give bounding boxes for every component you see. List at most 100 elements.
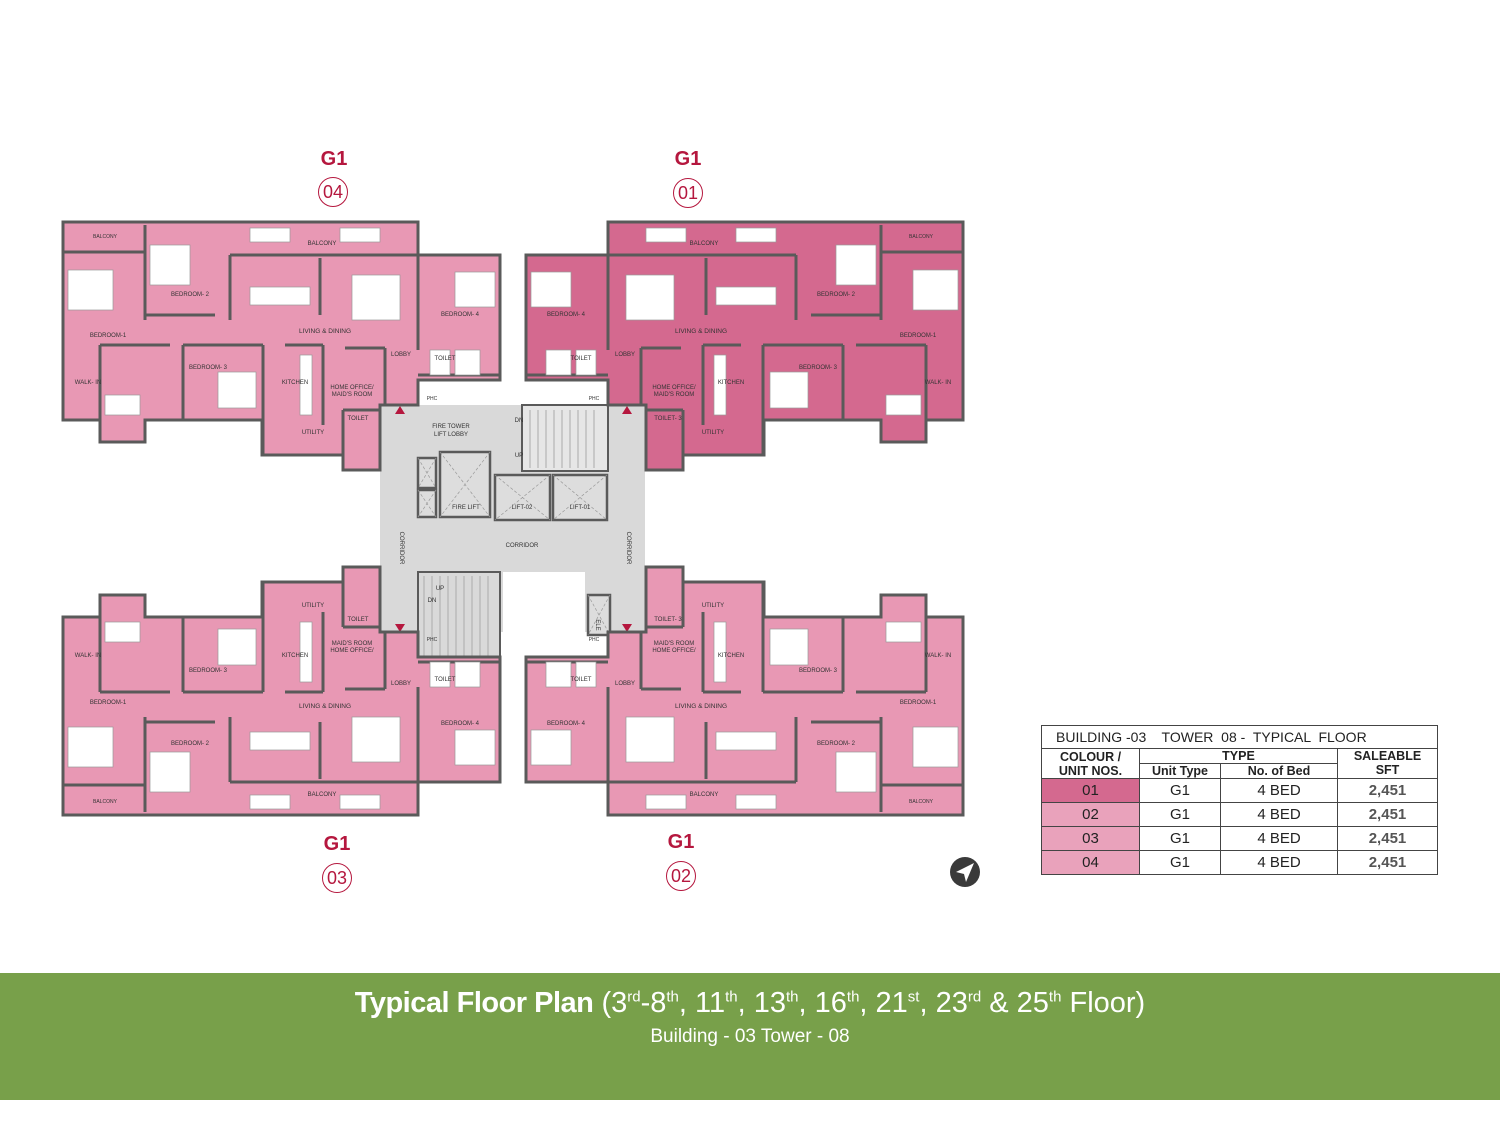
furniture: [299, 354, 313, 416]
core-label: LIFT LOBBY: [434, 432, 468, 438]
room-label-phc: PHC: [589, 637, 600, 643]
furniture: [575, 349, 597, 376]
room-label-bedroom1: BEDROOM-1: [900, 333, 937, 339]
room-label-maids_room: MAID'S ROOM: [654, 392, 694, 398]
room-label-balcony: BALCONY: [690, 792, 719, 798]
room-label-toilet3: TOILET- 3: [654, 617, 682, 623]
room-label-balcony: BALCONY: [690, 241, 719, 247]
furniture: [339, 227, 381, 243]
room-label-toilet: TOILET: [571, 677, 592, 683]
room-label-toilet: TOILET: [571, 356, 592, 362]
sft-cell: 2,451: [1337, 826, 1438, 851]
room-label-toilet: TOILET: [348, 416, 369, 422]
header-colour: COLOUR /: [1059, 749, 1122, 764]
furniture: [104, 394, 141, 416]
furniture: [769, 628, 809, 666]
room-label-bedroom3: BEDROOM- 3: [799, 365, 838, 371]
core-label: LIFT-02: [512, 505, 533, 511]
room-label-walkin: WALK- IN: [925, 653, 951, 659]
unit-type-label: G1: [323, 833, 351, 855]
sft-cell: 2,451: [1337, 802, 1438, 827]
room-label-bedroom2: BEDROOM- 2: [171, 292, 210, 298]
unit-type-cell: G1: [1139, 802, 1221, 827]
sft-cell: 2,451: [1337, 850, 1438, 875]
unit-type-cell: G1: [1139, 826, 1221, 851]
furniture: [713, 621, 727, 683]
direction-marker: [395, 624, 405, 632]
room-label-kitchen: KITCHEN: [718, 380, 744, 386]
room-label-bedroom2: BEDROOM- 2: [171, 741, 210, 747]
room-label-home_office: HOME OFFICE/: [330, 648, 374, 654]
header-unit-type: Unit Type: [1139, 763, 1221, 779]
unit-type-cell: G1: [1139, 850, 1221, 875]
furniture: [67, 269, 114, 311]
furniture: [912, 726, 959, 768]
header-type: TYPE: [1139, 748, 1338, 764]
room-label-phc: PHC: [427, 637, 438, 643]
unit-number-badge: 01: [673, 178, 703, 208]
room-label-bedroom4: BEDROOM- 4: [547, 721, 586, 727]
room-label-bedroom3: BEDROOM- 3: [189, 668, 228, 674]
furniture: [454, 271, 496, 308]
header-bed: No. of Bed: [1220, 763, 1338, 779]
furniture: [217, 628, 257, 666]
furniture: [351, 274, 401, 321]
furniture: [454, 661, 481, 688]
lift-cross: [552, 474, 608, 521]
footer-title: Typical Floor Plan (3rd-8th, 11th, 13th,…: [354, 987, 1146, 1019]
unit-no-cell: 03: [1041, 826, 1140, 851]
furniture: [713, 354, 727, 416]
direction-marker: [395, 406, 405, 414]
room-label-toilet: TOILET: [435, 677, 456, 683]
core-label: ELE: [594, 619, 600, 630]
furniture: [149, 751, 191, 793]
furniture: [735, 794, 777, 810]
furniture: [454, 729, 496, 766]
room-label-toilet3: TOILET- 3: [654, 416, 682, 422]
room-label-home_office: HOME OFFICE/: [652, 648, 696, 654]
footer-banner: Typical Floor Plan (3rd-8th, 11th, 13th,…: [0, 973, 1500, 1100]
core-label: CORRIDOR: [398, 532, 404, 565]
core-void: [503, 572, 585, 634]
room-label-lobby: LOBBY: [391, 681, 411, 687]
lift-cross: [417, 457, 437, 489]
furniture: [715, 286, 777, 306]
furniture: [149, 244, 191, 286]
bed-cell: 4 BED: [1220, 778, 1338, 803]
lift-cross: [587, 594, 611, 636]
room-label-maids_room: MAID'S ROOM: [332, 392, 372, 398]
furniture: [217, 371, 257, 409]
room-label-living: LIVING & DINING: [675, 328, 727, 335]
room-label-bedroom4: BEDROOM- 4: [441, 312, 480, 318]
room-label-bedroom1: BEDROOM-1: [90, 333, 127, 339]
room-label-balcony_small: BALCONY: [909, 234, 934, 240]
room-label-kitchen: KITCHEN: [282, 653, 308, 659]
furniture: [339, 794, 381, 810]
room-label-living: LIVING & DINING: [299, 703, 351, 710]
furniture: [625, 274, 675, 321]
unit-type-label: G1: [674, 148, 702, 170]
room-label-lobby: LOBBY: [615, 681, 635, 687]
room-label-kitchen: KITCHEN: [718, 653, 744, 659]
room-label-home_office: HOME OFFICE/: [652, 385, 696, 391]
room-label-lobby: LOBBY: [391, 352, 411, 358]
bed-cell: 4 BED: [1220, 850, 1338, 875]
room-label-balcony: BALCONY: [308, 792, 337, 798]
footer-subtitle: Building - 03 Tower - 08: [650, 1026, 850, 1047]
room-label-phc: PHC: [589, 396, 600, 402]
core-label: CORRIDOR: [506, 543, 539, 549]
sft-cell: 2,451: [1337, 778, 1438, 803]
fire-lift: [438, 450, 492, 519]
header-colour-unit: COLOUR /UNIT NOS.: [1041, 748, 1140, 779]
furniture: [249, 794, 291, 810]
room-label-bedroom3: BEDROOM- 3: [189, 365, 228, 371]
core-label: CORRIDOR: [625, 532, 631, 565]
core-label: UP: [436, 586, 444, 592]
core-label: FIRE LIFT: [452, 505, 480, 511]
room-label-bedroom1: BEDROOM-1: [900, 700, 937, 706]
room-label-phc: PHC: [427, 396, 438, 402]
furniture: [67, 726, 114, 768]
lift-cross: [494, 474, 551, 521]
